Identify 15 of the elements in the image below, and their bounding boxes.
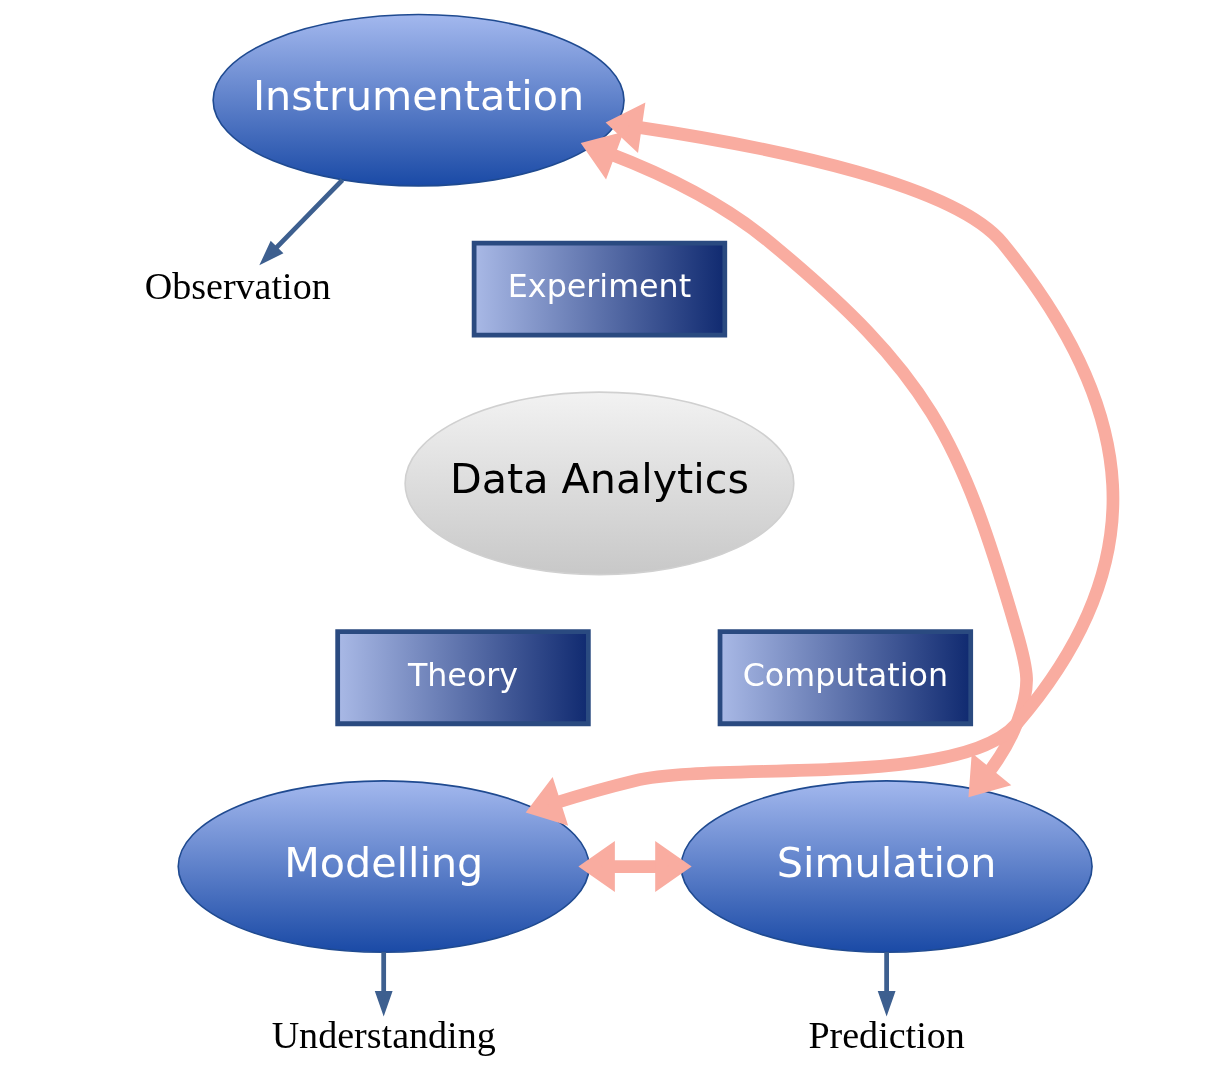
arrow	[525, 102, 1119, 826]
node-box: Experiment	[471, 240, 727, 338]
node-text: Understanding	[271, 1013, 496, 1056]
node-text: Observation	[144, 264, 331, 307]
node-ellipse: Simulation	[679, 780, 1093, 953]
arrow	[258, 178, 344, 266]
node-box: Computation	[717, 629, 973, 727]
arrow	[580, 131, 1033, 798]
arrow	[577, 841, 692, 893]
arrow	[374, 952, 393, 1017]
node-ellipse: Modelling	[176, 780, 590, 953]
arrow	[877, 952, 896, 1017]
node-text: Prediction	[807, 1013, 965, 1056]
node-ellipse: Data Analytics	[403, 391, 795, 576]
node-box: Theory	[334, 629, 591, 727]
